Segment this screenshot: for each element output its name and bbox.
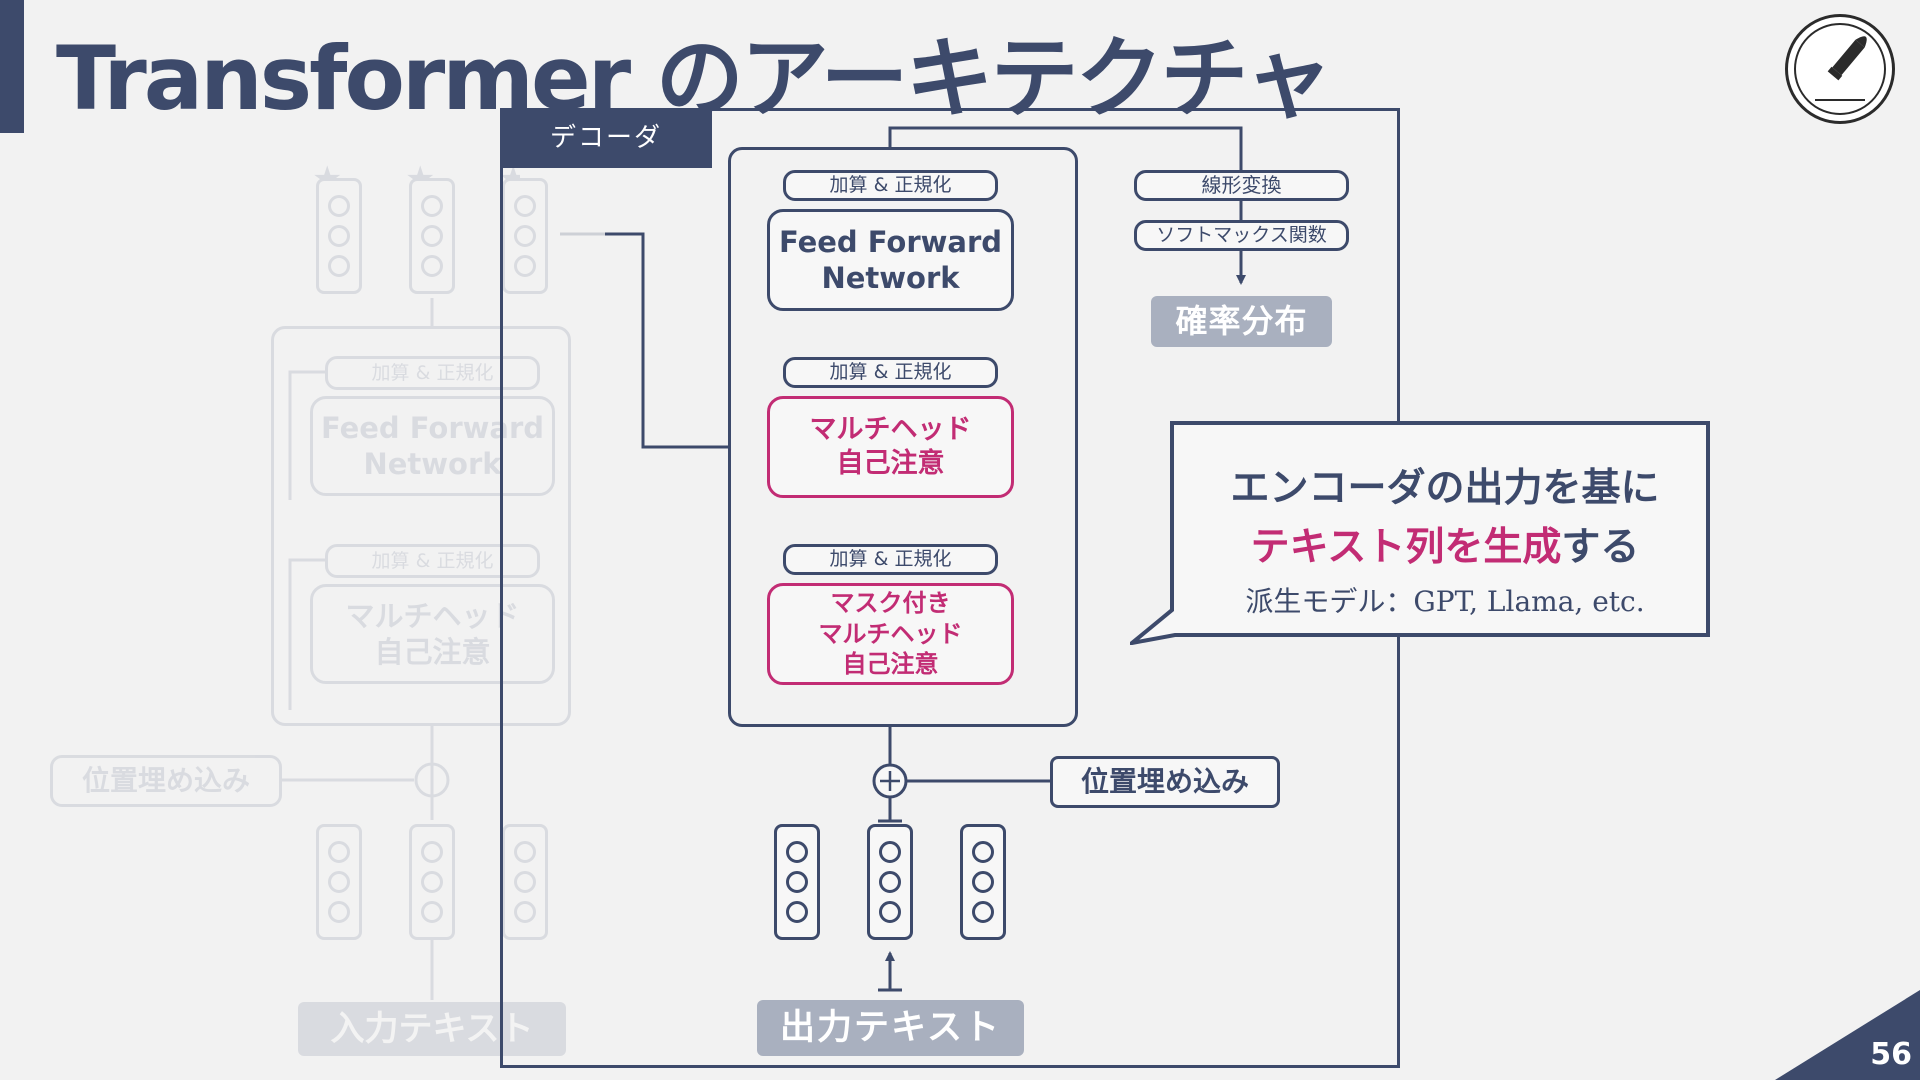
encoder-input-token bbox=[409, 824, 455, 940]
corner-decoration bbox=[1775, 990, 1920, 1080]
probability-distribution: 確率分布 bbox=[1151, 296, 1332, 347]
callout-bubble bbox=[1130, 421, 1710, 645]
encoder-addnorm-bottom: 加算 & 正規化 bbox=[325, 544, 540, 578]
decoder-input-token bbox=[960, 824, 1006, 940]
callout-derived-models: 派生モデル：GPT, Llama, etc. bbox=[1245, 585, 1645, 618]
svg-text:★: ★ bbox=[405, 159, 435, 199]
softmax-label: ソフトマックス関数 bbox=[1134, 220, 1349, 251]
decoder-masked-attention-block: マスク付き マルチヘッド 自己注意 bbox=[767, 583, 1014, 685]
encoder-addnorm-top: 加算 & 正規化 bbox=[325, 356, 540, 390]
encoder-layer-box bbox=[271, 326, 571, 726]
encoder-connectors: ★ ★ ★ bbox=[280, 159, 520, 1000]
bullet-logo-icon bbox=[1785, 14, 1895, 124]
encoder-input-token bbox=[502, 824, 548, 940]
decoder-cross-attention-block: マルチヘッド 自己注意 bbox=[767, 396, 1014, 498]
decoder-input-token bbox=[774, 824, 820, 940]
decoder-ffn-block: Feed Forward Network bbox=[767, 209, 1014, 311]
encoder-input-token bbox=[316, 824, 362, 940]
encoder-attention-block: マルチヘッド 自己注意 bbox=[310, 584, 555, 684]
decoder-input-token bbox=[867, 824, 913, 940]
encoder-input-text: 入力テキスト bbox=[298, 1002, 566, 1056]
page-number: 56 bbox=[1870, 1037, 1912, 1072]
encoder-output-token bbox=[502, 178, 548, 294]
decoder-addnorm-2: 加算 & 正規化 bbox=[783, 357, 998, 388]
encoder-output-token bbox=[316, 178, 362, 294]
linear-transform-label: 線形変換 bbox=[1134, 170, 1349, 201]
callout-line-1: エンコーダの出力を基に bbox=[1230, 466, 1660, 511]
callout-highlight: テキスト列を生成 bbox=[1250, 525, 1562, 570]
svg-text:★: ★ bbox=[312, 159, 342, 199]
encoder-output-token bbox=[409, 178, 455, 294]
output-text-label: 出力テキスト bbox=[757, 1000, 1024, 1056]
decoder-positional-encoding: 位置埋め込み bbox=[1050, 756, 1280, 808]
title-accent-bar bbox=[0, 0, 24, 133]
decoder-addnorm-1: 加算 & 正規化 bbox=[783, 170, 998, 201]
encoder-ffn-block: Feed Forward Network bbox=[310, 396, 555, 496]
encoder-positional-encoding: 位置埋め込み bbox=[50, 755, 282, 807]
decoder-tab: デコーダ bbox=[500, 108, 712, 168]
decoder-addnorm-3: 加算 & 正規化 bbox=[783, 544, 998, 575]
callout-line-2: テキスト列を生成する bbox=[1175, 516, 1715, 572]
callout-line-2-rest: する bbox=[1561, 525, 1640, 570]
